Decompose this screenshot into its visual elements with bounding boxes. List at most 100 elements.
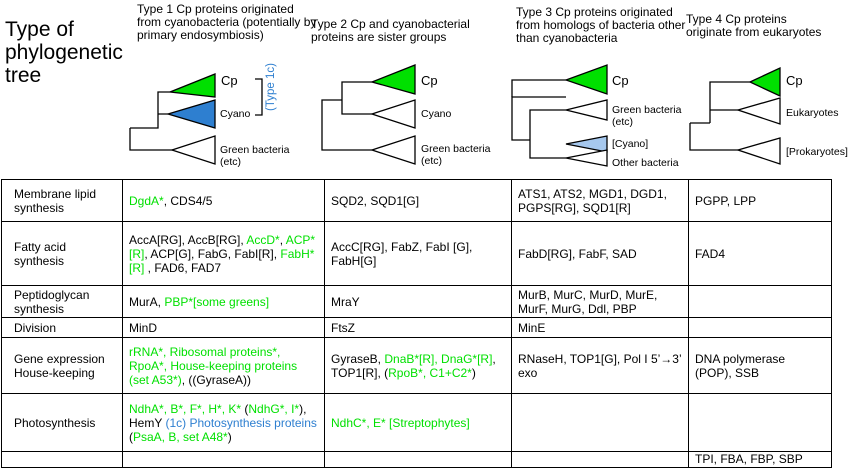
t4-proteins-cell (688, 393, 832, 452)
protein-text: FabD[RG], FabF, SAD (518, 246, 637, 261)
type4-header: Type 4 Cp proteins originate from eukary… (686, 12, 822, 39)
t2-proteins-cell: NdhC*, E* [Streptophytes] (324, 393, 512, 452)
protein-text: DNA polymerase (POP), SSB (695, 351, 786, 380)
protein-text: , ACP[G], FabG, FabI[R], (144, 246, 281, 261)
cyano-clade-triangle (165, 99, 216, 129)
protein-table: Membrane lipid synthesis DgdA*, CDS4/5 SQD… (1, 179, 832, 468)
t1-proteins-cell: rRNA*, Ribosomal proteins*, RpoA*, House… (122, 337, 325, 394)
protein-text: , TOP1[R], ( (331, 351, 496, 380)
t1-proteins-cell: AccA[RG], AccB[RG], AccD*, ACP* [R], ACP… (122, 221, 325, 286)
t3-proteins-cell: MurB, MurC, MurD, MurE, MurF, MurG, Ddl,… (511, 285, 689, 318)
t4-cp-label: Cp (786, 73, 803, 88)
protein-text: PBP*[some greens] (164, 294, 270, 309)
protein-text: ( (129, 429, 133, 444)
t2-proteins-cell: AccC[RG], FabZ, FabI [G], FabH[G] (324, 221, 512, 286)
protein-text: rRNA*, Ribosomal proteins*, RpoA*, House… (129, 344, 298, 387)
t1-proteins-cell: NdhA*, B*, F*, H*, K* (NdhG*, I*), HemY … (122, 393, 325, 452)
t4-eukaryotes-label: Eukaryotes (786, 107, 839, 119)
type1-header: Type 1 Cp proteins originated from cyano… (137, 2, 317, 42)
category-cell: Peptidoglycan synthesis (1, 285, 123, 318)
protein-text: ) (471, 365, 476, 380)
cyano-clade-triangle (565, 135, 608, 153)
protein-text: , (279, 232, 286, 247)
table-row: Membrane lipid synthesis DgdA*, CDS4/5 SQD… (1, 179, 832, 222)
protein-text: NdhG*, I* (248, 401, 300, 416)
protein-text: ATS1, ATS2, MGD1, DGD1, PGPS[RG], SQD1[R… (518, 186, 667, 215)
type3-header: Type 3 Cp proteins originated from homol… (516, 5, 686, 45)
t1-cp-label: Cp (221, 73, 238, 88)
eukaryotes-triangle (735, 97, 781, 125)
t3-proteins-cell: RNaseH, TOP1[G], Pol I 5’→3’ exo (511, 337, 689, 394)
t2-proteins-cell: SQD2, SQD1[G] (324, 179, 512, 222)
protein-text: MinE (518, 320, 546, 335)
page-title: Type of phylogenetic tree (5, 18, 123, 87)
protein-text: ) (227, 429, 232, 444)
protein-text: RNaseH, TOP1[G], Pol I 5’→3’ exo (518, 351, 682, 380)
protein-text: ( (241, 401, 249, 416)
tree-type1 (129, 73, 263, 165)
t4-proteins-cell: TPI, FBA, FBP, SBP (688, 451, 832, 468)
protein-text: AccD* (246, 232, 280, 247)
protein-text: FtsZ (331, 320, 355, 335)
t1-green-label: Green bacteria (etc) (220, 144, 290, 168)
t2-proteins-cell: MraY (324, 285, 512, 318)
t4-proteins-cell (688, 285, 832, 318)
t3-green-label: Green bacteria (etc) (612, 104, 682, 128)
tree-type3 (511, 64, 608, 167)
t4-prokaryotes-label: [Prokaryotes] (786, 146, 848, 158)
cp-clade-triangle (369, 64, 416, 95)
cp-clade-triangle (748, 66, 781, 98)
cyano-clade-triangle (369, 99, 416, 129)
t3-proteins-cell (511, 393, 689, 452)
t3-proteins-cell (511, 451, 689, 468)
tree-type2 (321, 64, 416, 165)
t4-proteins-cell: PGPP, LPP (688, 179, 832, 222)
t2-cp-label: Cp (421, 73, 438, 88)
tree-type4 (689, 66, 781, 165)
protein-text: DgdA* (129, 193, 164, 208)
protein-text: ACP* [R] (129, 232, 316, 261)
protein-text: MurA, (129, 294, 165, 309)
category-cell: Fatty acid synthesis (1, 221, 123, 286)
protein-text: MurB, MurC, MurD, MurE, MurF, MurG, Ddl,… (518, 287, 658, 316)
cp-clade-triangle (169, 73, 216, 98)
t2-proteins-cell (324, 451, 512, 468)
green-bacteria-triangle (369, 135, 416, 165)
category-cell: Membrane lipid synthesis (1, 179, 123, 222)
phylogenetic-trees (129, 64, 781, 167)
protein-text: , CDS4/5 (163, 193, 213, 208)
protein-text: AccA[RG], AccB[RG], (129, 232, 247, 247)
t3-other-label: Other bacteria (612, 157, 679, 169)
protein-text: FAD4 (695, 246, 726, 261)
t4-proteins-cell (688, 317, 832, 338)
protein-text: (1c) Photosynthesis proteins (165, 415, 317, 430)
protein-text: PGPP, LPP (695, 193, 757, 208)
t2-green-label: Green bacteria (etc) (421, 143, 491, 167)
t2-proteins-cell: FtsZ (324, 317, 512, 338)
protein-text: PsaA, B, set A48* (133, 429, 228, 444)
green-bacteria-triangle (169, 135, 216, 165)
protein-text: NdhA*, B*, F*, H*, K* (129, 401, 242, 416)
protein-text: NdhC*, E* [Streptophytes] (331, 415, 470, 430)
protein-text: RpoB*, C1+C2* (388, 365, 472, 380)
t3-proteins-cell: MinE (511, 317, 689, 338)
t3-cp-label: Cp (612, 73, 629, 88)
protein-text: MraY (331, 294, 360, 309)
protein-text: , FAD6, FAD7 (144, 260, 222, 275)
category-cell: Gene expression House-keeping (1, 337, 123, 394)
protein-text: FabH*[R] (129, 246, 315, 275)
t4-proteins-cell: DNA polymerase (POP), SSB (688, 337, 832, 394)
type1c-bracket-label: (Type 1c) (265, 63, 277, 111)
t1-proteins-cell: MinD (122, 317, 325, 338)
t1-proteins-cell: MurA, PBP*[some greens] (122, 285, 325, 318)
cp-clade-triangle (564, 64, 608, 95)
category-cell: Division (1, 317, 123, 338)
other-bacteria-triangle (565, 149, 608, 167)
prokaryotes-triangle (735, 137, 781, 165)
protein-text: TPI, FBA, FBP, SBP (695, 452, 803, 467)
type2-header: Type 2 Cp and cyanobacterial proteins ar… (311, 17, 470, 44)
